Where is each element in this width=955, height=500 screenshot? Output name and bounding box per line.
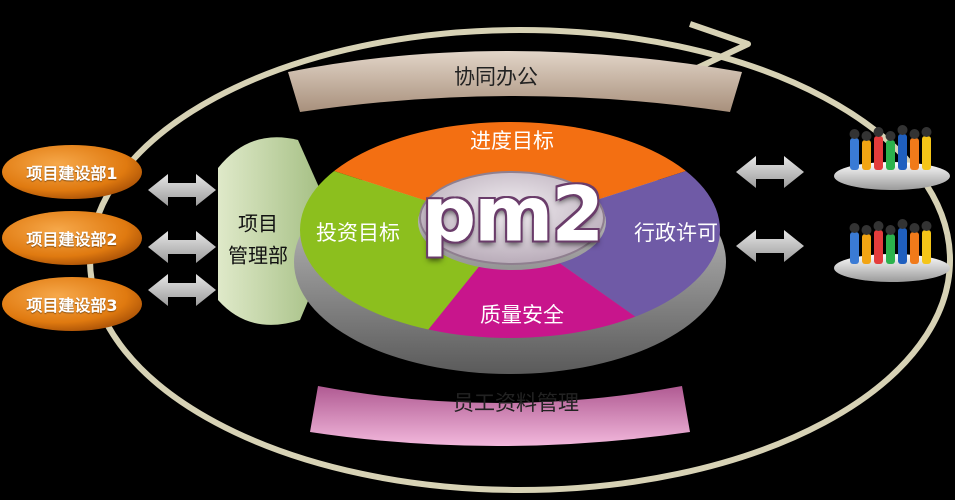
segment-left-label: 投资目标 xyxy=(316,221,400,245)
segment-bottom-label: 质量安全 xyxy=(480,303,564,327)
department-label: 项目建设部3 xyxy=(26,296,118,315)
pm2-logo: pm2 xyxy=(421,169,604,259)
department-pill xyxy=(2,277,142,331)
people-group-icon xyxy=(834,219,950,282)
hub xyxy=(419,171,605,265)
department-pill xyxy=(2,145,142,199)
bottom-band-label: 员工资料管理 xyxy=(453,391,579,415)
people-group-icon xyxy=(834,125,950,190)
double-arrow-icon xyxy=(736,156,804,262)
segment-top-label: 进度目标 xyxy=(470,129,554,153)
top-band-label: 协同办公 xyxy=(454,65,538,89)
department-label: 项目建设部2 xyxy=(26,230,118,249)
pm-panel-label-line2: 管理部 xyxy=(228,243,288,268)
department-pill xyxy=(2,211,142,265)
bottom-band xyxy=(310,386,690,446)
department-label: 项目建设部1 xyxy=(26,164,118,183)
pm-panel-label-line1: 项目 xyxy=(238,211,278,236)
segment-bottom xyxy=(300,228,720,338)
top-band xyxy=(288,51,742,112)
segment-right-label: 行政许可 xyxy=(634,221,718,245)
double-arrow-icon xyxy=(148,174,216,306)
